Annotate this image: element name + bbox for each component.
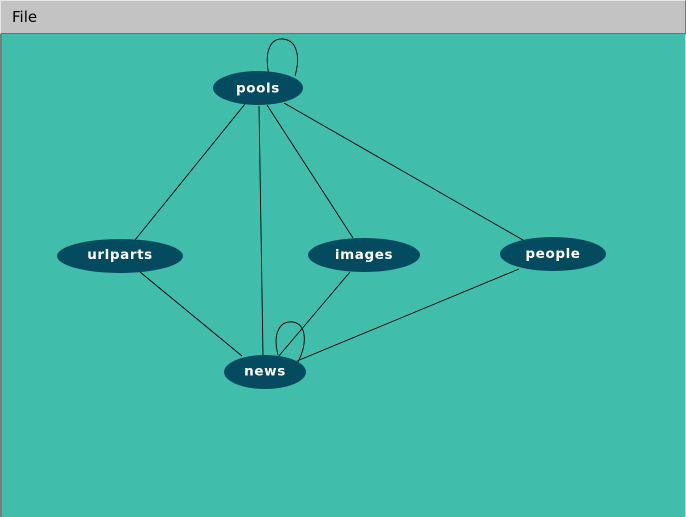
graph-canvas[interactable]: pools urlparts images people news bbox=[0, 34, 686, 517]
node-news-label: news bbox=[244, 364, 286, 380]
node-images-label: images bbox=[335, 247, 393, 263]
edges bbox=[134, 38, 524, 363]
node-pools[interactable]: pools bbox=[213, 71, 303, 105]
node-urlparts-label: urlparts bbox=[87, 247, 153, 263]
menubar: File bbox=[0, 0, 686, 35]
edge-pools-people bbox=[283, 102, 524, 241]
node-news[interactable]: news bbox=[224, 355, 306, 389]
edge-images-news bbox=[277, 271, 351, 358]
node-urlparts[interactable]: urlparts bbox=[57, 239, 183, 273]
edge-pools-urlparts bbox=[134, 103, 246, 241]
node-images[interactable]: images bbox=[308, 238, 420, 272]
edge-urlparts-news bbox=[139, 271, 243, 357]
node-people[interactable]: people bbox=[500, 237, 606, 271]
edge-pools-pools bbox=[266, 38, 298, 77]
graph-svg: pools urlparts images people news bbox=[57, 38, 606, 389]
node-people-label: people bbox=[525, 246, 580, 262]
file-menu[interactable]: File bbox=[12, 8, 38, 26]
node-pools-label: pools bbox=[236, 81, 280, 97]
edge-pools-images bbox=[266, 104, 354, 239]
edge-news-news bbox=[275, 321, 305, 363]
edge-pools-news bbox=[258, 105, 264, 357]
edge-people-news bbox=[296, 268, 520, 362]
